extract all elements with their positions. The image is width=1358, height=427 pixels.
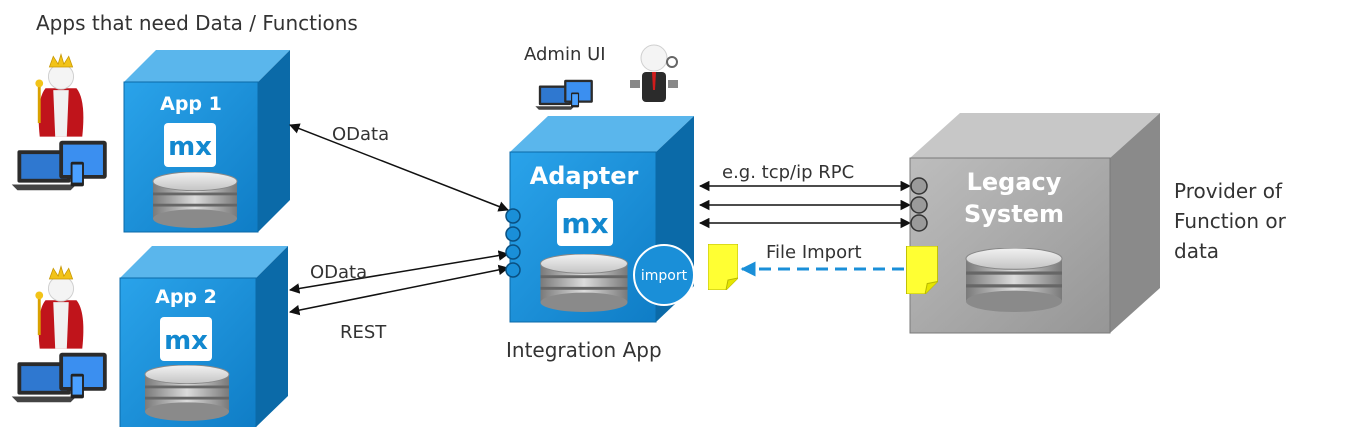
app-1-box: App 1 mx <box>123 50 290 233</box>
mendix-logo: mx <box>160 317 212 361</box>
admin-ui-label: Admin UI <box>524 44 606 65</box>
file-document-icon <box>708 244 738 290</box>
king-person-icon <box>34 53 84 138</box>
rest-label-app2: REST <box>340 322 387 343</box>
connector-ports <box>910 177 928 232</box>
devices-icon <box>11 140 107 191</box>
legacy-title-line1: Legacy <box>967 168 1062 196</box>
integration-app-caption: Integration App <box>506 338 662 362</box>
app-1-title: App 1 <box>160 93 222 115</box>
adapter-box: Adapter mx import <box>505 116 695 323</box>
import-badge: import <box>633 244 695 306</box>
database-icon <box>539 254 629 312</box>
database-icon <box>965 248 1063 312</box>
mendix-logo: mx <box>557 198 613 246</box>
file-document-icon <box>906 246 938 294</box>
mendix-logo: mx <box>164 123 216 167</box>
svg-text:mx: mx <box>168 132 212 162</box>
odata-connector-app1 <box>289 123 509 212</box>
adapter-title: Adapter <box>530 162 639 190</box>
admin-person-icon <box>630 44 678 102</box>
svg-text:mx: mx <box>561 207 608 240</box>
legacy-title-line2: System <box>964 200 1064 228</box>
provider-line2: Function or <box>1174 209 1287 233</box>
app-2-title: App 2 <box>155 286 217 308</box>
database-icon <box>152 172 238 228</box>
odata-label-app2: OData <box>310 262 367 283</box>
provider-line3: data <box>1174 239 1219 263</box>
diagram-title: Apps that need Data / Functions <box>36 11 358 35</box>
svg-text:mx: mx <box>164 326 208 356</box>
king-person-icon <box>34 265 84 350</box>
svg-text:import: import <box>641 268 688 284</box>
legacy-system-box: Legacy System <box>906 113 1160 334</box>
devices-icon <box>535 79 593 110</box>
provider-line1: Provider of <box>1174 179 1283 203</box>
odata-label-app1: OData <box>332 124 389 145</box>
devices-icon <box>11 352 107 403</box>
connector-ports <box>505 208 521 278</box>
app-2-box: App 2 mx <box>119 246 288 427</box>
rest-connector-app2 <box>288 264 510 316</box>
database-icon <box>144 365 230 421</box>
file-import-label: File Import <box>766 242 862 263</box>
rpc-label: e.g. tcp/ip RPC <box>722 162 854 183</box>
